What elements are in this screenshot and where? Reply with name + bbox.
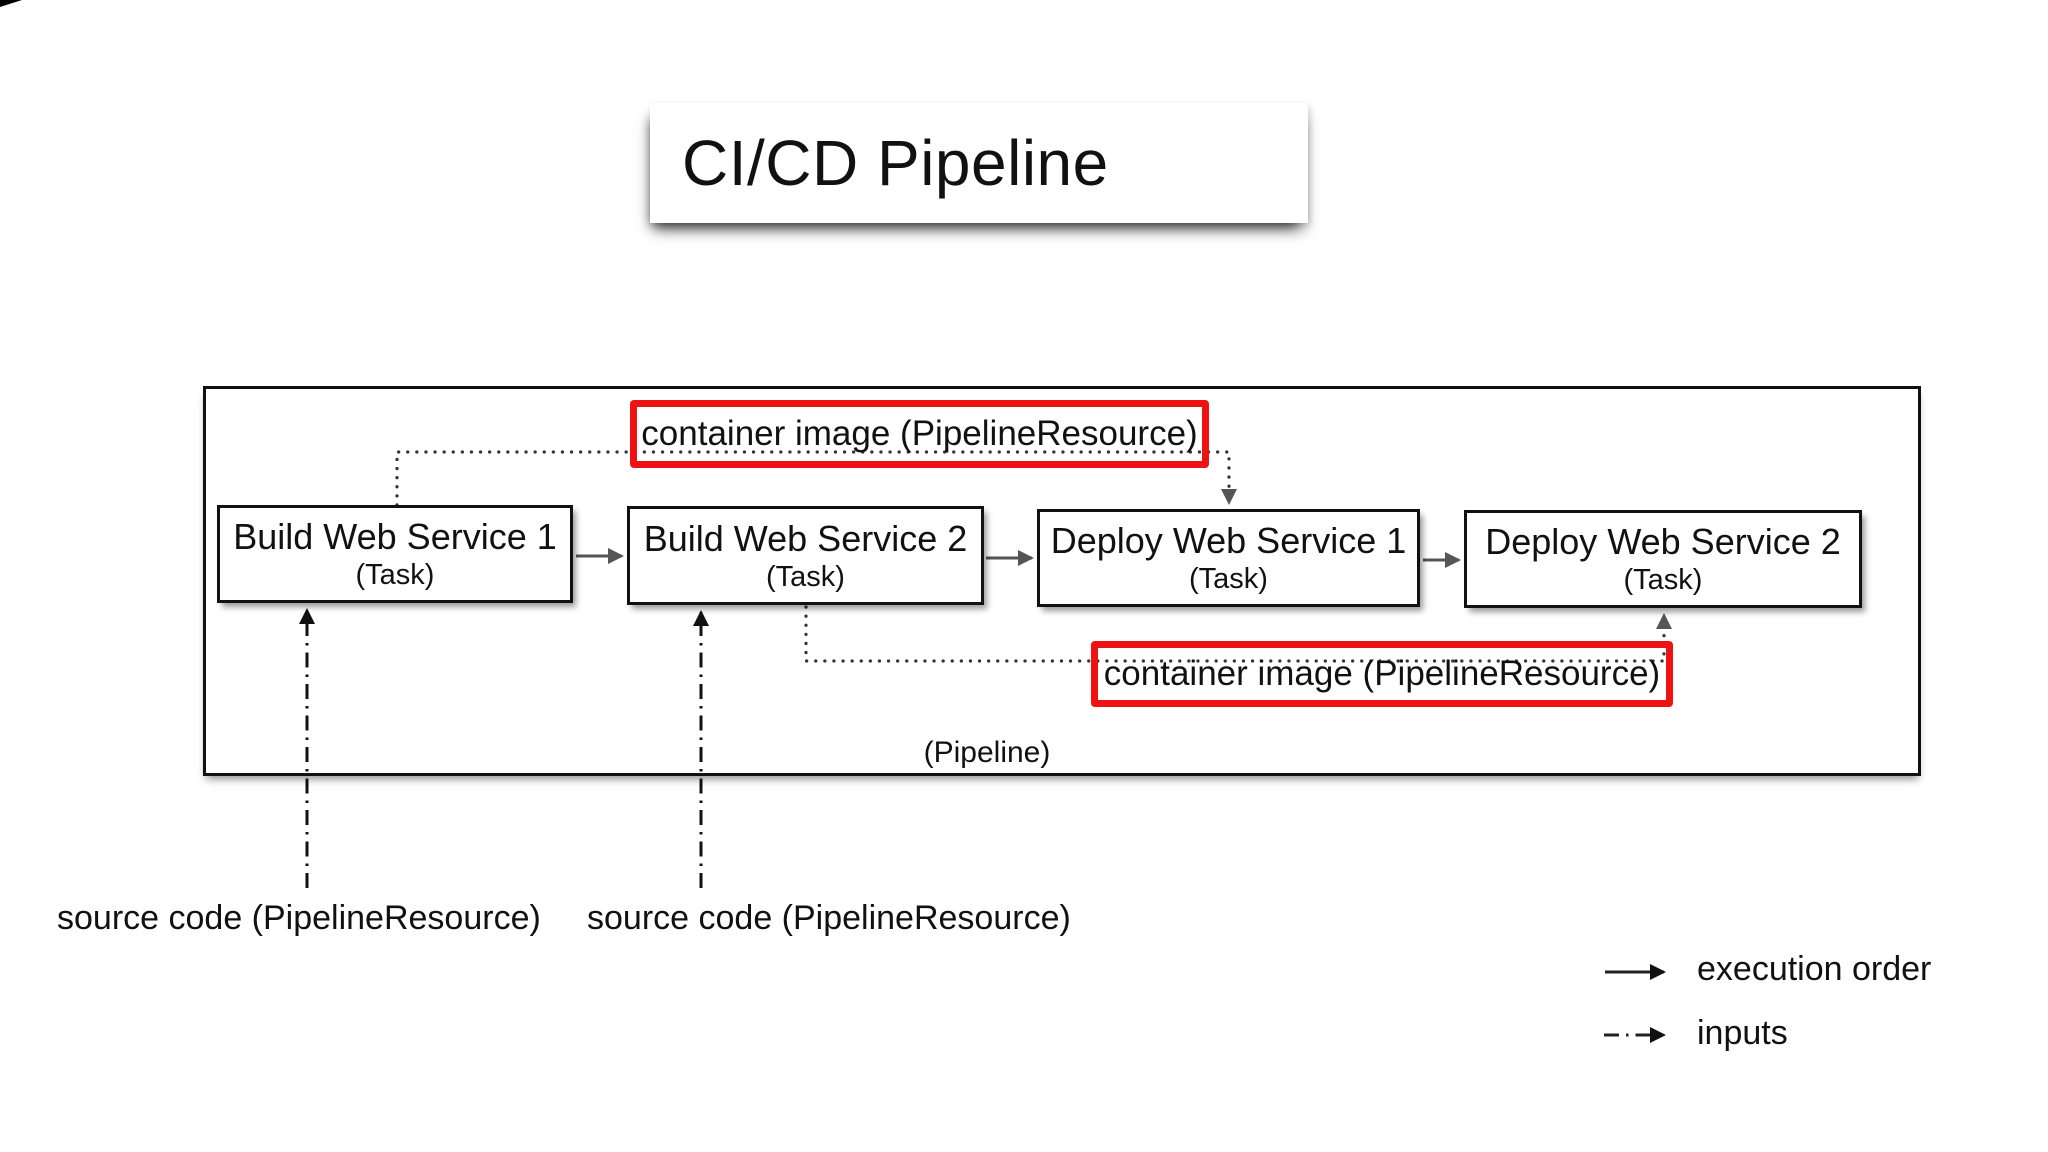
corner-artifact: [0, 0, 22, 7]
legend-item-inputs: inputs: [1697, 1014, 1788, 1052]
container-image-resource-label-bottom: container image (PipelineResource): [1091, 641, 1673, 707]
task-name: Deploy Web Service 1: [1050, 520, 1407, 561]
pipeline-boundary: [203, 386, 1921, 776]
task-name: Build Web Service 2: [643, 517, 968, 559]
diagram-title: CI/CD Pipeline: [682, 127, 1109, 199]
task-node-deploy-web-service-2: Deploy Web Service 2 (Task): [1464, 510, 1862, 608]
task-node-build-web-service-1: Build Web Service 1 (Task): [217, 505, 573, 603]
task-node-build-web-service-2: Build Web Service 2 (Task): [627, 506, 984, 605]
container-image-resource-label-top: container image (PipelineResource): [630, 400, 1209, 468]
source-code-label-1: source code (PipelineResource): [57, 899, 541, 937]
resource-label-text: container image (PipelineResource): [1103, 654, 1661, 693]
pipeline-caption: (Pipeline): [923, 736, 1051, 769]
task-kind: (Task): [1623, 564, 1703, 596]
task-name: Build Web Service 1: [233, 516, 557, 557]
task-node-deploy-web-service-1: Deploy Web Service 1 (Task): [1037, 509, 1420, 607]
task-name: Deploy Web Service 2: [1485, 521, 1841, 562]
task-kind: (Task): [766, 560, 845, 593]
diagram-title-box: CI/CD Pipeline: [650, 103, 1308, 223]
source-code-label-2: source code (PipelineResource): [587, 899, 1071, 937]
legend-item-execution-order: execution order: [1697, 950, 1932, 988]
task-kind: (Task): [355, 559, 435, 591]
task-kind: (Task): [1189, 563, 1268, 595]
resource-label-text: container image (PipelineResource): [641, 414, 1198, 453]
